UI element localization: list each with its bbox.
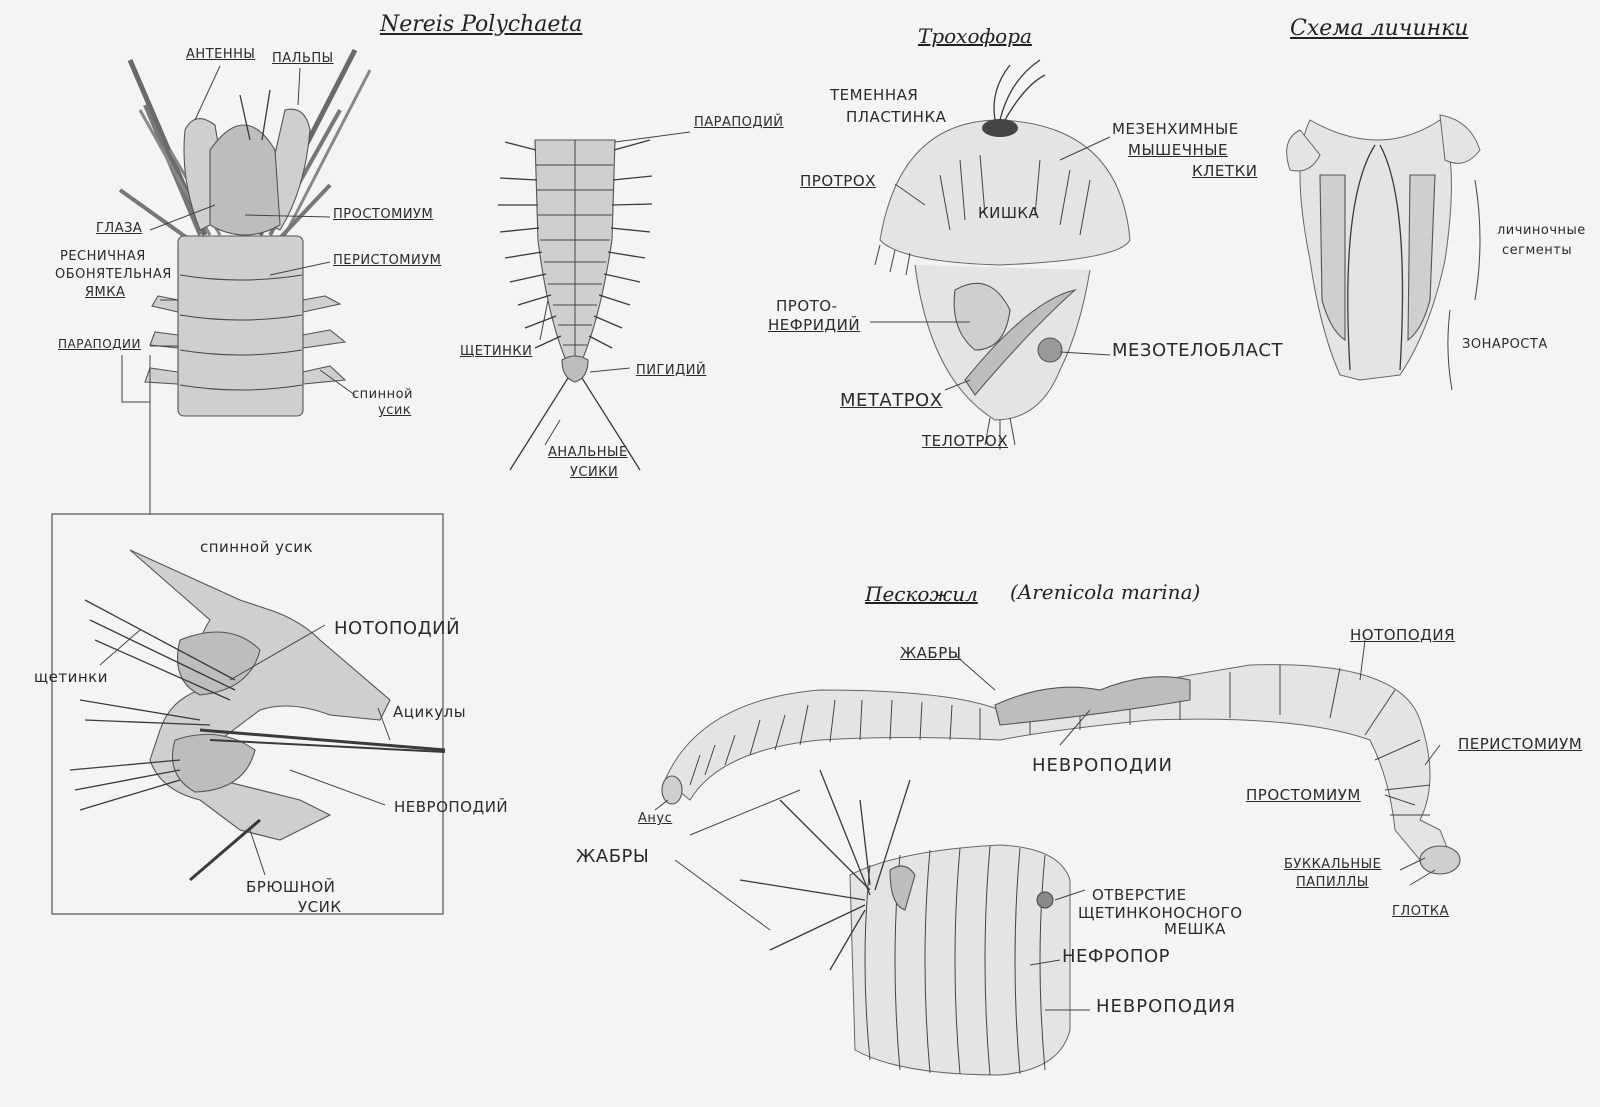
label-ventral-cirrus-2: УСИК — [298, 898, 342, 916]
label-opening-2: ЩЕТИНКОНОСНОГО — [1078, 904, 1243, 922]
label-ciliated-pit-1: РЕСНИЧНАЯ — [60, 249, 146, 264]
label-opening-1: ОТВЕРСТИЕ — [1092, 886, 1187, 904]
label-larval-segments-1: личиночные — [1497, 223, 1586, 238]
label-gut: КИШКА — [978, 204, 1040, 222]
label-anal-cirri-1: АНАЛЬНЫЕ — [548, 445, 628, 460]
label-metatroch: МЕТАТРОХ — [840, 390, 943, 411]
label-lugworm-prostomium: ПРОСТОМИУМ — [1246, 786, 1361, 804]
label-mouth: ГЛОТКА — [1392, 904, 1449, 919]
label-apical-plate-1: ТЕМЕННАЯ — [830, 86, 919, 104]
larva-scheme-drawing — [1286, 114, 1481, 391]
label-palps: ПАЛЬПЫ — [272, 51, 334, 66]
label-growth-zone: ЗОНАРОСТА — [1462, 337, 1548, 352]
label-parapod-setae: щетинки — [34, 668, 108, 686]
lugworm-drawing — [661, 664, 1461, 1076]
title-nereis: Nereis Polychaeta — [380, 12, 583, 37]
label-protonephridium-1: ПРОТО- — [776, 297, 838, 315]
label-aciculae: Ацикулы — [393, 703, 467, 721]
label-peristomium: ПЕРИСТОМИУМ — [333, 253, 442, 268]
label-lugworm-peristomium: ПЕРИСТОМИУМ — [1458, 735, 1583, 753]
label-mesenchyme-3: КЛЕТКИ — [1192, 162, 1258, 180]
label-anal-cirri-2: УСИКИ — [570, 465, 619, 480]
title-lugworm-latin: (Arenicola marina) — [1010, 580, 1201, 604]
label-gills: ЖАБРЫ — [576, 846, 650, 867]
nereis-head-drawing — [118, 48, 372, 417]
label-eyes: ГЛАЗА — [96, 221, 143, 236]
label-ciliated-pit-3: ЯМКА — [85, 285, 126, 300]
label-buccal-papillae-1: БУККАЛЬНЫЕ — [1284, 857, 1382, 872]
title-larva-scheme: Схема личинки — [1290, 16, 1469, 41]
title-lugworm: Пескожил — [865, 582, 978, 606]
label-prototroch: ПРОТРОХ — [800, 172, 876, 190]
label-worm-parapodia: ПАРАПОДИЙ — [694, 115, 784, 130]
label-notopodium: НОТОПОДИЙ — [334, 618, 461, 639]
label-ciliated-pit-2: ОБОНЯТЕЛЬНАЯ — [55, 267, 172, 282]
label-notopodia: НОТОПОДИЯ — [1350, 626, 1456, 644]
label-dorsal-cirrus-1: спинной — [352, 387, 413, 402]
label-prostomium: ПРОСТОМИУМ — [333, 207, 434, 222]
label-mesenchyme-1: МЕЗЕНХИМНЫЕ — [1112, 120, 1239, 138]
label-mesenchyme-2: МЫШЕЧНЫЕ — [1128, 141, 1228, 159]
parapodium-box — [51, 513, 444, 915]
label-anus: Анус — [638, 811, 673, 826]
label-parapodia: ПАРАПОДИИ — [58, 337, 141, 351]
label-antennae: АНТЕННЫ — [186, 47, 256, 62]
label-buccal-papillae-2: ПАПИЛЛЫ — [1296, 875, 1369, 890]
label-larval-segments-2: сегменты — [1502, 243, 1573, 258]
segmented-worm-drawing — [498, 139, 653, 471]
label-opening-3: МЕШКА — [1164, 920, 1226, 938]
label-mesoteloblast: МЕЗОТЕЛОБЛАСТ — [1112, 340, 1283, 361]
label-neuropodia: НЕВРОПОДИИ — [1032, 755, 1173, 776]
label-protonephridium-2: НЕФРИДИЙ — [768, 316, 861, 334]
label-pygidium: ПИГИДИЙ — [636, 363, 707, 378]
title-trochophore: Трохофора — [918, 24, 1032, 48]
label-dorsal-cirrus-2: усик — [378, 403, 412, 418]
label-ventral-cirrus-1: БРЮШНОЙ — [246, 878, 336, 896]
label-lugworm-neuropodium: НЕВРОПОДИЯ — [1096, 996, 1237, 1017]
label-neuropodium: НЕВРОПОДИЙ — [394, 798, 509, 816]
parapodium-drawing — [69, 549, 446, 882]
label-nephropore: НЕФРОПОР — [1062, 946, 1170, 967]
label-telotroch: ТЕЛОТРОХ — [922, 432, 1009, 450]
label-worm-setae: ЩЕТИНКИ — [460, 344, 533, 359]
label-apical-plate-2: ПЛАСТИНКА — [846, 108, 947, 126]
label-dorsal-cirrus: спинной усик — [200, 538, 314, 556]
label-gills-top: ЖАБРЫ — [900, 644, 962, 662]
